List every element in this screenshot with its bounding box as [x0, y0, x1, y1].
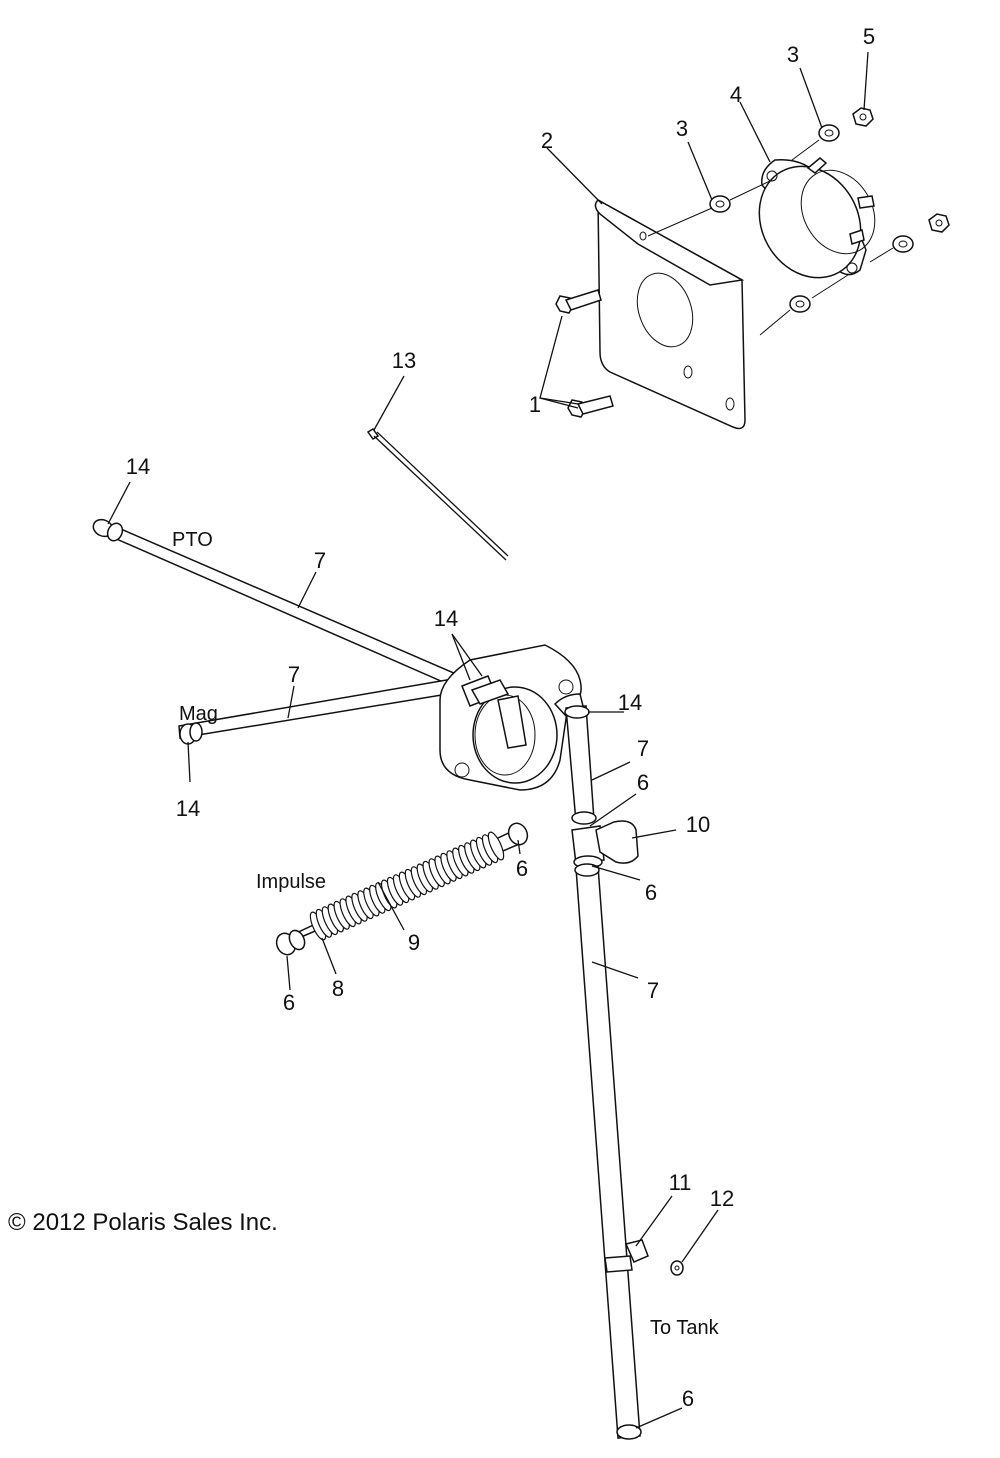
- leader-lines: [107, 51, 869, 1429]
- mounting-bracket: [594, 198, 746, 430]
- screw: [670, 1260, 684, 1276]
- callout-14-outlet: 14: [618, 690, 642, 715]
- shut-off-valve: [571, 820, 639, 869]
- callout-6-valve-upper: 6: [637, 770, 649, 795]
- callout-14-mag: 14: [176, 796, 200, 821]
- washer-lower-outer: [892, 235, 914, 253]
- washer-lower-inner: [789, 295, 811, 313]
- hose-pto: [92, 518, 471, 694]
- callout-9: 9: [408, 930, 420, 955]
- nut-lower: [928, 213, 950, 233]
- callout-6-tank: 6: [682, 1386, 694, 1411]
- cable-tie: [366, 428, 509, 561]
- copyright-notice: © 2012 Polaris Sales Inc.: [8, 1209, 278, 1236]
- label-impulse: Impulse: [256, 871, 326, 893]
- callout-1: 1: [529, 392, 541, 417]
- label-pto: PTO: [172, 529, 213, 551]
- callout-6-impulse-pump: 6: [516, 856, 528, 881]
- callout-3-outer: 3: [787, 42, 799, 67]
- washer-upper-inner: [709, 195, 731, 213]
- callout-10: 10: [686, 812, 710, 837]
- callout-14-pto: 14: [126, 454, 150, 479]
- bolt-upper: [555, 289, 602, 314]
- callout-12: 12: [710, 1186, 734, 1211]
- callout-6-valve-lower: 6: [645, 880, 657, 905]
- callout-7-mag: 7: [288, 662, 300, 687]
- callout-7-pto: 7: [314, 548, 326, 573]
- callout-2: 2: [541, 128, 553, 153]
- callout-8: 8: [332, 976, 344, 1001]
- hose-outlet-upper: [553, 693, 597, 825]
- callout-7-tank: 7: [647, 978, 659, 1003]
- callout-7-outlet: 7: [637, 736, 649, 761]
- callout-14-pump: 14: [434, 606, 458, 631]
- nut-upper: [852, 107, 874, 127]
- callout-13: 13: [392, 348, 416, 373]
- label-to-tank: To Tank: [650, 1317, 720, 1339]
- label-mag: Mag: [179, 703, 218, 725]
- fuel-pump-inline: [439, 644, 582, 791]
- spring-sleeve: [309, 831, 505, 941]
- washer-upper-outer: [818, 124, 840, 142]
- callout-5: 5: [863, 24, 875, 49]
- hose-mag: [178, 675, 473, 745]
- hose-to-tank: [574, 863, 649, 1440]
- callout-6-impulse-end: 6: [283, 990, 295, 1015]
- fuel-pump-upper: [758, 157, 876, 279]
- bolt-lower: [567, 395, 614, 418]
- callout-11: 11: [669, 1170, 692, 1195]
- callout-4: 4: [730, 82, 742, 107]
- callout-3-inner: 3: [676, 116, 688, 141]
